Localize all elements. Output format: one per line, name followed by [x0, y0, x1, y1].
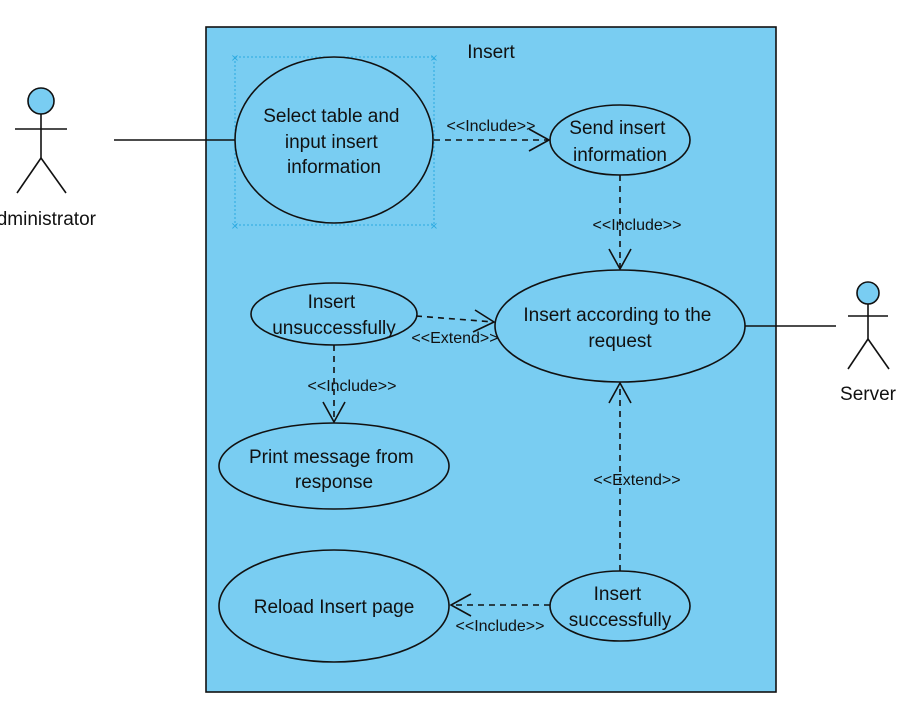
actor-head: [27, 87, 55, 115]
include-label-4: <<Include>>: [456, 618, 545, 635]
dependency-extend-successfully-to-request: <<Extend>>: [593, 381, 681, 571]
svg-text:×: ×: [231, 53, 239, 64]
dependency-extend-unsuccessfully-to-request: <<Extend>>: [411, 309, 499, 347]
svg-text:×: ×: [231, 221, 239, 232]
usecase-print-message-line1: Print message from: [249, 447, 414, 468]
usecase-reload-page[interactable]: Reload Insert page: [218, 549, 450, 663]
usecase-insert-request-line2: request: [588, 331, 652, 352]
usecase-send-insert[interactable]: Send insert information: [549, 104, 691, 176]
svg-text:×: ×: [430, 53, 438, 64]
usecase-select-table-line3: information: [287, 157, 381, 178]
svg-text:Select table and input i: Select table and input insert informatio…: [263, 106, 405, 178]
actor-administrator-label: Administrator: [0, 209, 97, 230]
usecase-insert-request[interactable]: Insert according to the request: [494, 269, 746, 383]
actor-administrator[interactable]: Administrator: [0, 87, 97, 230]
actor-head: [856, 281, 880, 305]
usecase-send-insert-line2: information: [573, 145, 667, 166]
include-label-2: <<Include>>: [593, 217, 682, 234]
usecase-insert-unsuccessfully-line2: unsuccessfully: [272, 318, 396, 339]
dependency-include-select-to-send: <<Include>>: [434, 118, 551, 152]
usecase-insert-successfully-line2: successfully: [569, 610, 672, 631]
include-label-1: <<Include>>: [447, 118, 536, 135]
svg-text:Print message from respo: Print message from response: [249, 447, 419, 493]
dependency-include-unsuccessfully-to-print: <<Include>>: [308, 345, 397, 424]
system-title: Insert: [467, 42, 515, 63]
actor-server-label: Server: [840, 384, 897, 405]
svg-text:Insert successfully: Insert successfully: [569, 584, 672, 631]
usecase-select-table-line2: input insert: [285, 132, 379, 153]
svg-text:×: ×: [430, 221, 438, 232]
usecase-insert-request-line1: Insert according to the: [523, 305, 711, 326]
usecase-print-message-line2: response: [295, 472, 373, 493]
usecase-insert-successfully[interactable]: Insert successfully: [549, 570, 691, 642]
usecase-reload-page-line1: Reload Insert page: [254, 597, 415, 618]
dependency-include-successfully-to-reload: <<Include>>: [449, 593, 550, 635]
usecase-insert-successfully-line1: Insert: [594, 584, 642, 605]
extend-label-2: <<Extend>>: [593, 472, 680, 489]
svg-text:Insert unsuccessfully: Insert unsuccessfully: [272, 292, 396, 339]
actor-server[interactable]: Server: [840, 281, 897, 405]
usecase-insert-unsuccessfully[interactable]: Insert unsuccessfully: [250, 282, 418, 346]
dependency-include-send-to-request: <<Include>>: [593, 175, 682, 271]
usecase-select-table-line1: Select table and: [263, 106, 399, 127]
usecase-print-message[interactable]: Print message from response: [218, 422, 450, 510]
svg-text:Insert according to the: Insert according to the request: [523, 305, 716, 352]
svg-text:Send insert information: Send insert information: [569, 118, 670, 166]
extend-label-1: <<Extend>>: [411, 330, 498, 347]
include-label-3: <<Include>>: [308, 378, 397, 395]
usecase-insert-unsuccessfully-line1: Insert: [308, 292, 356, 313]
usecase-select-table[interactable]: Select table and input insert informatio…: [234, 56, 434, 224]
usecase-send-insert-line1: Send insert: [569, 118, 666, 139]
